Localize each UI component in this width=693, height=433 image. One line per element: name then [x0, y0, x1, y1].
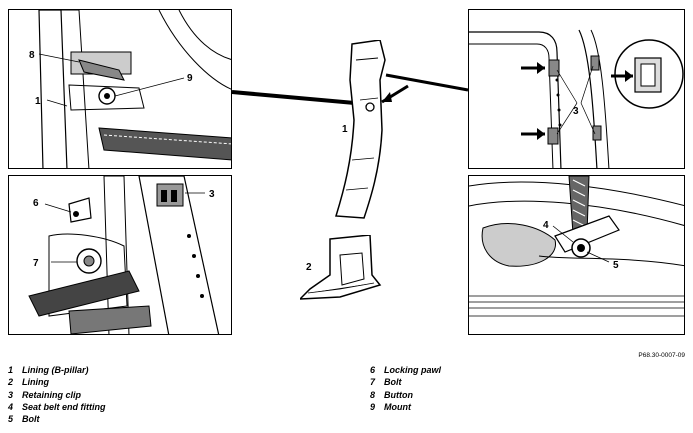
callout-9: 9 [187, 73, 193, 84]
callout-7: 7 [33, 258, 39, 269]
callout-4: 4 [543, 220, 549, 231]
callout-5: 5 [613, 260, 619, 271]
callout-3-right: 3 [573, 106, 579, 117]
detail-panel-bottom-left: 6 7 3 [8, 175, 232, 335]
detail-panel-top-right: 3 [468, 9, 685, 169]
pillar-mount-illustration: 8 9 1 [29, 10, 231, 168]
detail-panel-top-left: 8 9 1 [8, 9, 232, 169]
leader-line-left [231, 90, 367, 106]
seat-belt-fitting-illustration: 4 5 [469, 176, 684, 317]
callout-3: 3 [209, 189, 215, 200]
figure-id: P68.30-0007-09 [638, 352, 685, 359]
callout-2: 2 [306, 262, 312, 273]
retaining-clip-illustration: 3 [469, 29, 684, 168]
callout-8: 8 [29, 50, 35, 61]
detail-panel-bottom-right: 4 5 [468, 175, 685, 335]
callout-6: 6 [33, 198, 39, 209]
leader-line-right [385, 73, 469, 92]
locking-pawl-illustration: 6 7 3 [28, 176, 220, 334]
callout-1-center: 1 [342, 124, 348, 135]
lower-lining-part: 2 [300, 235, 382, 300]
callout-1: 1 [35, 96, 41, 107]
b-pillar-lining-part: 1 [335, 40, 409, 219]
